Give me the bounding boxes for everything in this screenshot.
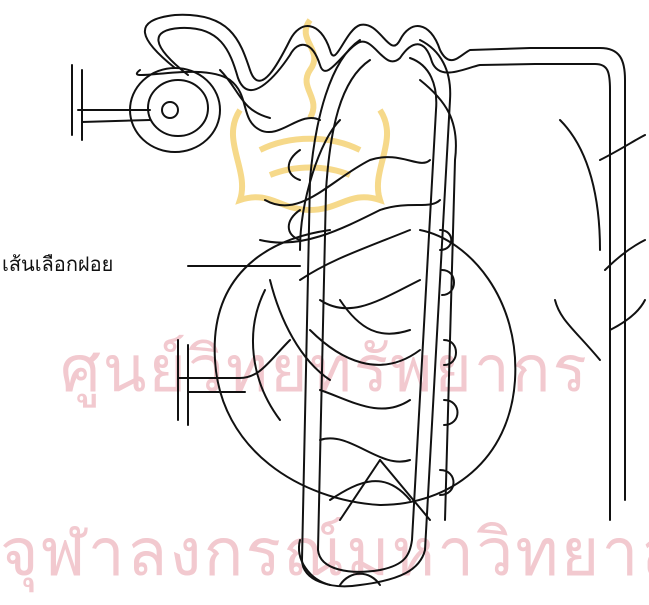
loop-of-henle-inner bbox=[318, 58, 436, 572]
capillary-label: เส้นเลือกฝอย bbox=[2, 248, 113, 280]
collecting-duct bbox=[560, 120, 600, 250]
proximal-tubule bbox=[145, 15, 625, 500]
